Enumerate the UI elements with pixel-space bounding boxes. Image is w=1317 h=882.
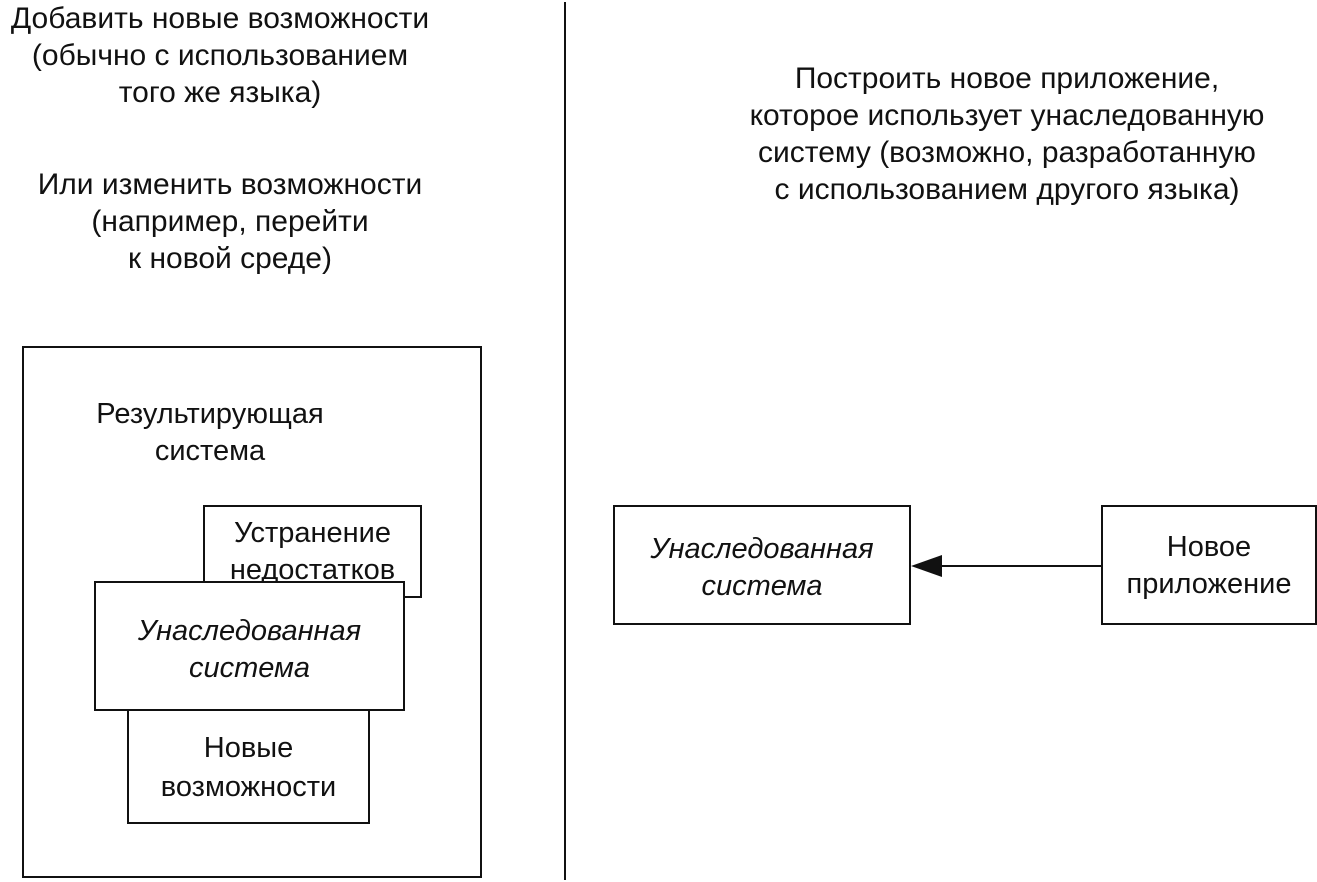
new-features-label-line-1: Новые	[203, 732, 294, 764]
add-features-line-3: того же языка)	[118, 76, 322, 109]
new-features-label-line-2: возможности	[160, 771, 337, 803]
fixes-label-line-2: недостатков	[229, 554, 396, 586]
new-app-label-line-1: Новое	[1166, 531, 1252, 563]
new-app-label-line-2: приложение	[1126, 568, 1292, 600]
uses-arrow-head	[911, 555, 942, 577]
section-divider	[564, 2, 566, 880]
legacy-left-label-line-1: Унаследованная	[137, 615, 362, 647]
add-features-line-2: (обычно с использованием	[31, 39, 409, 72]
new-application-box: Новое приложение	[1101, 505, 1317, 625]
add-features-line-1: Добавить новые возможности	[10, 2, 430, 35]
fixes-label-line-1: Устранение	[233, 517, 391, 549]
add-features-text: Добавить новые возможности (обычно с исп…	[0, 0, 440, 111]
legacy-system-box-right: Унаследованная система	[613, 505, 911, 625]
legacy-right-label-line-2: система	[701, 570, 823, 602]
build-line-3: систему (возможно, разработанную	[758, 136, 1256, 169]
legacy-right-label-line-1: Унаследованная	[650, 533, 874, 565]
change-features-text: Или изменить возможности (например, пере…	[0, 166, 460, 277]
legacy-system-box-left: Унаследованная система	[94, 581, 405, 711]
resulting-system-title-line-2: система	[154, 435, 266, 467]
legacy-left-label-line-2: система	[188, 652, 311, 684]
change-features-line-3: к новой среде)	[128, 242, 332, 275]
build-line-1: Построить новое приложение,	[794, 62, 1220, 95]
build-new-app-text: Построить новое приложение, которое испо…	[700, 60, 1314, 208]
new-features-box: Новые возможности	[127, 708, 370, 824]
change-features-line-1: Или изменить возможности	[37, 168, 423, 201]
build-line-4: с использованием другого языка)	[774, 173, 1240, 206]
change-features-line-2: (например, перейти	[91, 205, 369, 238]
resulting-system-title: Результирующая система	[70, 396, 350, 470]
resulting-system-title-line-1: Результирующая	[96, 398, 324, 430]
build-line-2: которое использует унаследованную	[749, 99, 1265, 132]
